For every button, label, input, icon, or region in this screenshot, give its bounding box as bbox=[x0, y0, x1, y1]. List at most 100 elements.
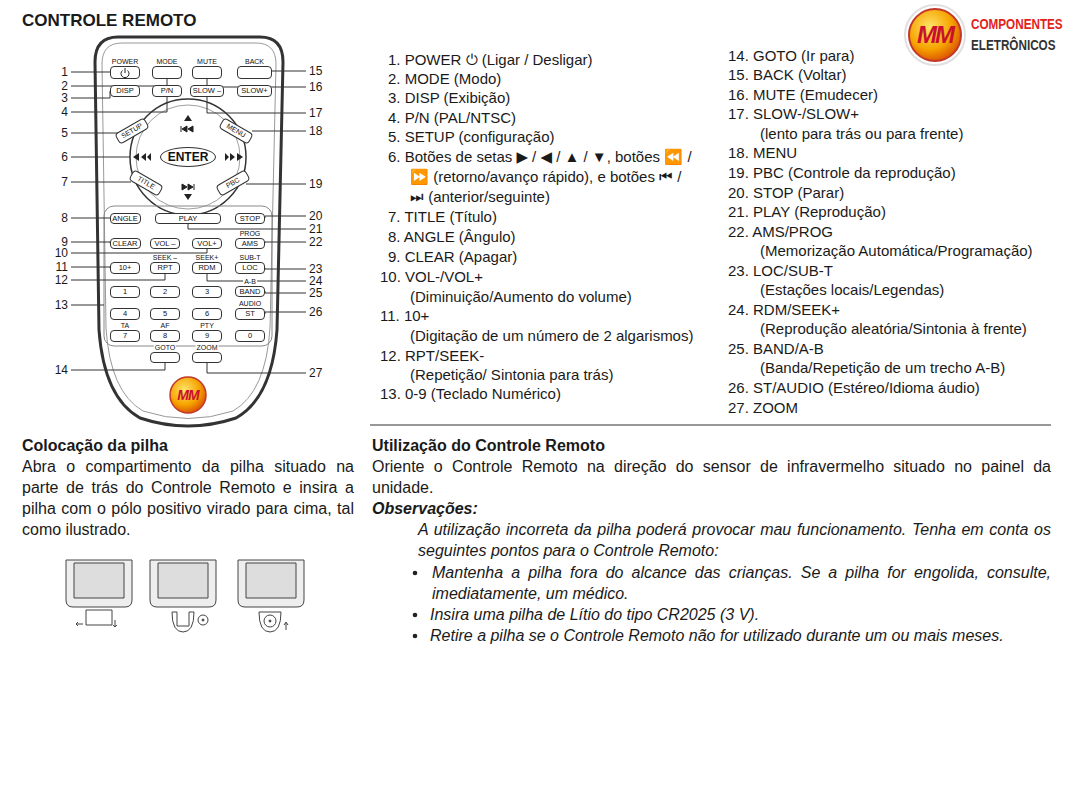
button-text: ANGLE bbox=[111, 214, 140, 223]
remote-button: AUDIOST bbox=[235, 308, 265, 320]
leader-line bbox=[246, 184, 306, 185]
leader-line bbox=[71, 133, 118, 134]
function-item: 3. DISP (Exibição) bbox=[388, 88, 510, 108]
button-label: SEEK – bbox=[152, 254, 179, 262]
callout-number: 16 bbox=[309, 80, 337, 94]
function-item: (Reprodução aleatória/Sintonia à frente) bbox=[760, 319, 1027, 339]
callout-number: 6 bbox=[40, 150, 68, 164]
leader-line bbox=[71, 182, 131, 183]
callout-number: 13 bbox=[40, 298, 68, 312]
remote-button: SLOW – bbox=[190, 85, 224, 97]
callout-number: 25 bbox=[309, 286, 337, 300]
remote-button: SUB-TLOC bbox=[235, 262, 265, 274]
remote-button: 1 bbox=[110, 286, 140, 298]
button-label: MUTE bbox=[196, 58, 218, 66]
function-item: 12. RPT/SEEK- bbox=[380, 346, 484, 366]
remote-button: PROGAMS bbox=[235, 238, 265, 249]
remote-button: STOP bbox=[235, 213, 265, 224]
leader-line bbox=[207, 363, 306, 373]
function-item: 10. VOL-/VOL+ bbox=[380, 267, 483, 287]
leader-line bbox=[71, 363, 165, 370]
callout-number: 24 bbox=[309, 274, 337, 288]
button-text: VOL+ bbox=[193, 239, 221, 248]
function-item: 21. PLAY (Reprodução) bbox=[728, 202, 886, 222]
callout-number: 12 bbox=[40, 273, 68, 287]
function-item: 24. RDM/SEEK+ bbox=[728, 300, 840, 320]
body-text: Retire a pilha se o Controle Remoto não … bbox=[430, 625, 1004, 646]
remote-button: CLEAR bbox=[110, 238, 141, 249]
label: MM bbox=[173, 386, 203, 404]
button-text: 8 bbox=[151, 331, 179, 341]
leader-line bbox=[71, 249, 207, 253]
callout-number: 15 bbox=[309, 64, 337, 78]
button-label: PROG bbox=[239, 230, 262, 238]
remote-button: 2 bbox=[150, 286, 180, 298]
button-text: 1 bbox=[111, 287, 139, 297]
callout-number: 23 bbox=[309, 262, 337, 276]
function-item: 14. GOTO (Ir para) bbox=[728, 46, 854, 66]
button-text: 7 bbox=[111, 331, 139, 341]
button-label: A-B bbox=[243, 278, 257, 286]
callout-number: 8 bbox=[40, 211, 68, 225]
function-item: (lento para trás ou para frente) bbox=[760, 124, 963, 144]
button-text: SLOW+ bbox=[238, 86, 271, 96]
button-label: BACK bbox=[244, 58, 265, 66]
remote-button: POWER bbox=[110, 66, 140, 79]
callout-number: 3 bbox=[40, 91, 68, 105]
function-item: 26. ST/AUDIO (Estéreo/Idioma áudio) bbox=[728, 378, 980, 398]
remote-button: MODE bbox=[152, 66, 182, 79]
remote-button: ANGLE bbox=[110, 213, 141, 224]
button-label: SEEK+ bbox=[195, 254, 220, 262]
button-text: LOC bbox=[236, 263, 264, 273]
page-title: CONTROLE REMOTO bbox=[22, 11, 196, 31]
callout-number: 14 bbox=[40, 363, 68, 377]
function-item: (Repetição/ Sintonia para trás) bbox=[410, 365, 613, 385]
function-item: 23. LOC/SUB-T bbox=[728, 261, 833, 281]
callout-number: 2 bbox=[40, 79, 68, 93]
function-item: (Digitação de um número de 2 algarismos) bbox=[410, 326, 693, 346]
body-text: Utilização do Controle Remoto bbox=[372, 435, 605, 456]
callout-number: 4 bbox=[40, 105, 68, 119]
remote-button: DISP bbox=[110, 85, 140, 97]
body-text: Insira uma pilha de Lítio do tipo CR2025… bbox=[430, 604, 759, 625]
function-item: (Estações locais/Legendas) bbox=[760, 280, 944, 300]
button-text: BAND bbox=[236, 287, 264, 296]
button-text: CLEAR bbox=[111, 239, 140, 248]
button-text: RPT bbox=[151, 263, 179, 273]
leader-line bbox=[71, 157, 130, 158]
remote-button: 4 bbox=[110, 308, 140, 320]
button-text: STOP bbox=[236, 214, 264, 223]
leader-line bbox=[265, 268, 306, 269]
function-item: 9. CLEAR (Apagar) bbox=[388, 247, 517, 267]
remote-button: ZOOM bbox=[192, 352, 222, 363]
button-text: ENTER bbox=[161, 148, 215, 166]
remote-button: PLAY bbox=[155, 213, 221, 224]
button-text: 4 bbox=[111, 309, 139, 319]
button-text: VOL – bbox=[151, 239, 179, 248]
button-text: 9 bbox=[193, 331, 221, 341]
function-item: (Banda/Repetição de um trecho A-B) bbox=[760, 358, 1005, 378]
remote-button: MUTE bbox=[192, 66, 222, 79]
remote-button: P/N bbox=[152, 85, 182, 97]
leader-line bbox=[71, 242, 110, 243]
callout-number: 27 bbox=[309, 366, 337, 380]
button-label: MODE bbox=[156, 58, 179, 66]
leader-line bbox=[71, 274, 165, 280]
button-label: ZOOM bbox=[196, 344, 219, 352]
remote-button: VOL+ bbox=[192, 238, 222, 249]
callout-number: 26 bbox=[309, 305, 337, 319]
callout-number: 1 bbox=[40, 65, 68, 79]
function-item: 17. SLOW-/SLOW+ bbox=[728, 104, 859, 124]
function-item: 4. P/N (PAL/NTSC) bbox=[388, 108, 516, 128]
button-text: 2 bbox=[151, 287, 179, 297]
callout-number: 17 bbox=[309, 106, 337, 120]
callout-number: 18 bbox=[309, 124, 337, 138]
body-text: Colocação da pilha bbox=[22, 435, 168, 456]
leader-line bbox=[71, 218, 110, 219]
callout-number: 21 bbox=[309, 222, 337, 236]
button-text: PLAY bbox=[156, 214, 220, 223]
remote-button: 6 bbox=[192, 308, 222, 320]
function-item: 18. MENU bbox=[728, 143, 797, 163]
enter-button: ENTER bbox=[160, 147, 216, 167]
